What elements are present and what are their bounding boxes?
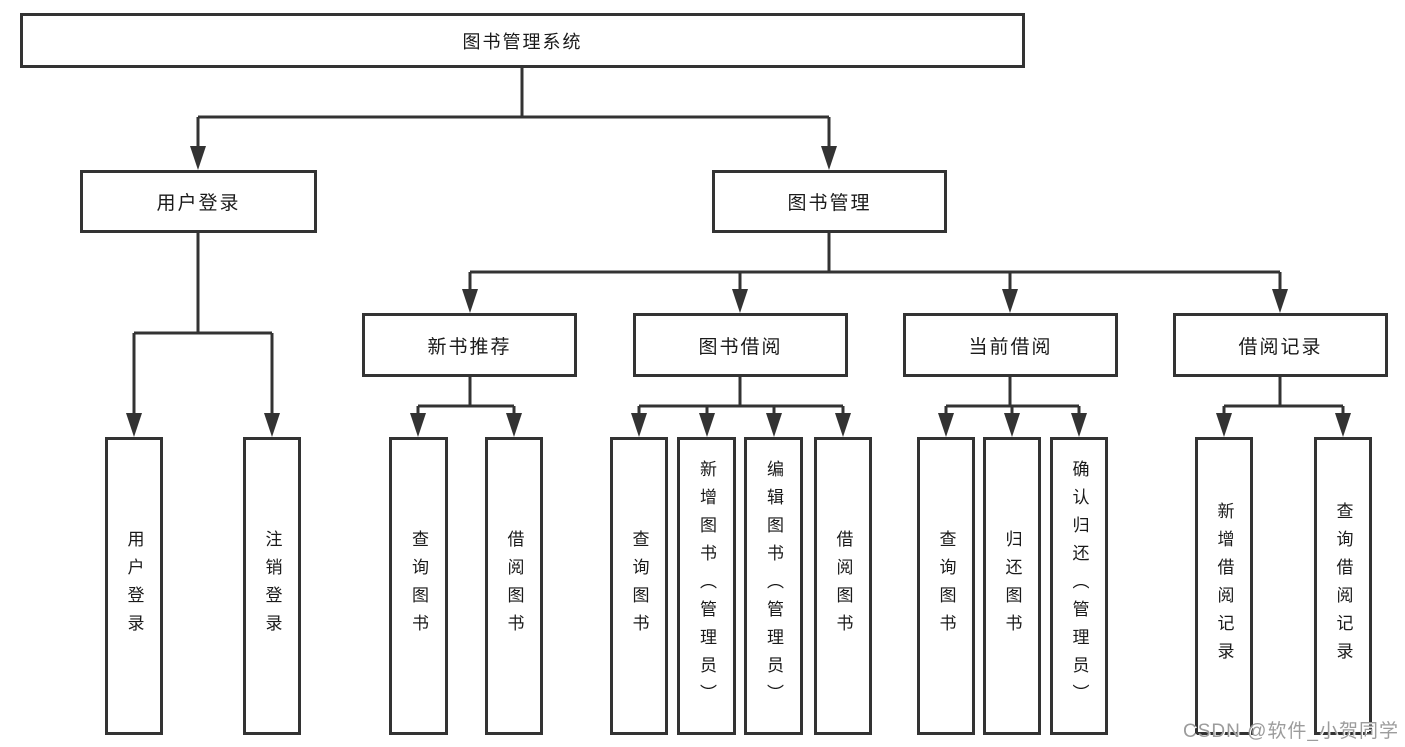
connector-recommend-to-leaves bbox=[410, 377, 522, 437]
connector-user-login-to-leaves bbox=[126, 233, 280, 437]
node-library-management-system: 图书管理系统 bbox=[20, 13, 1025, 68]
node-current-borrowing: 当前借阅 bbox=[903, 313, 1118, 377]
leaf-borrow-add-books-admin: 新增图书（管理员） bbox=[677, 437, 736, 735]
connector-book-management-to-modules bbox=[462, 233, 1288, 313]
leaf-borrow-borrow-books: 借阅图书 bbox=[814, 437, 872, 735]
node-label: 图书管理 bbox=[787, 193, 872, 214]
node-borrowing-records: 借阅记录 bbox=[1173, 313, 1388, 377]
leaf-borrow-edit-books-admin: 编辑图书（管理员） bbox=[744, 437, 803, 735]
leaf-label: 查询借阅记录 bbox=[1333, 502, 1353, 670]
leaf-current-query-books: 查询图书 bbox=[917, 437, 975, 735]
node-label: 当前借阅 bbox=[968, 336, 1053, 358]
leaf-recommend-borrow-books: 借阅图书 bbox=[485, 437, 543, 735]
leaf-label: 确认归还（管理员） bbox=[1069, 460, 1089, 712]
connector-records-to-leaves bbox=[1216, 377, 1351, 437]
leaf-record-query-borrow-record: 查询借阅记录 bbox=[1314, 437, 1372, 735]
node-label: 图书借阅 bbox=[698, 336, 783, 358]
leaf-label: 用户登录 bbox=[124, 530, 144, 642]
node-user-login: 用户登录 bbox=[80, 170, 317, 233]
leaf-label: 查询图书 bbox=[936, 530, 956, 642]
node-label: 图书管理系统 bbox=[462, 31, 583, 52]
leaf-label: 借阅图书 bbox=[504, 530, 524, 642]
leaf-label: 注销登录 bbox=[262, 530, 282, 642]
leaf-label: 新增借阅记录 bbox=[1214, 502, 1234, 670]
connector-borrow-to-leaves bbox=[631, 377, 851, 437]
connector-root-to-level2 bbox=[190, 68, 837, 170]
leaf-borrow-query-books: 查询图书 bbox=[610, 437, 668, 735]
node-label: 借阅记录 bbox=[1238, 336, 1323, 358]
leaf-recommend-query-books: 查询图书 bbox=[389, 437, 448, 735]
node-book-borrowing: 图书借阅 bbox=[633, 313, 848, 377]
csdn-watermark: CSDN @软件_小贺同学 bbox=[1183, 721, 1399, 742]
connector-current-to-leaves bbox=[938, 377, 1087, 437]
leaf-label: 查询图书 bbox=[629, 530, 649, 642]
node-label: 用户登录 bbox=[156, 193, 241, 214]
leaf-label: 借阅图书 bbox=[833, 530, 853, 642]
leaf-current-return-books: 归还图书 bbox=[983, 437, 1041, 735]
leaf-label: 查询图书 bbox=[409, 530, 428, 642]
node-new-book-recommend: 新书推荐 bbox=[362, 313, 577, 377]
node-book-management: 图书管理 bbox=[712, 170, 947, 233]
leaf-label: 新增图书（管理员） bbox=[697, 460, 716, 712]
leaf-current-confirm-return-admin: 确认归还（管理员） bbox=[1050, 437, 1108, 735]
leaf-record-add-borrow-record: 新增借阅记录 bbox=[1195, 437, 1253, 735]
leaf-user-login: 用户登录 bbox=[105, 437, 163, 735]
leaf-label: 编辑图书（管理员） bbox=[764, 460, 783, 712]
leaf-label: 归还图书 bbox=[1002, 530, 1022, 642]
node-label: 新书推荐 bbox=[427, 336, 512, 358]
leaf-logout: 注销登录 bbox=[243, 437, 301, 735]
